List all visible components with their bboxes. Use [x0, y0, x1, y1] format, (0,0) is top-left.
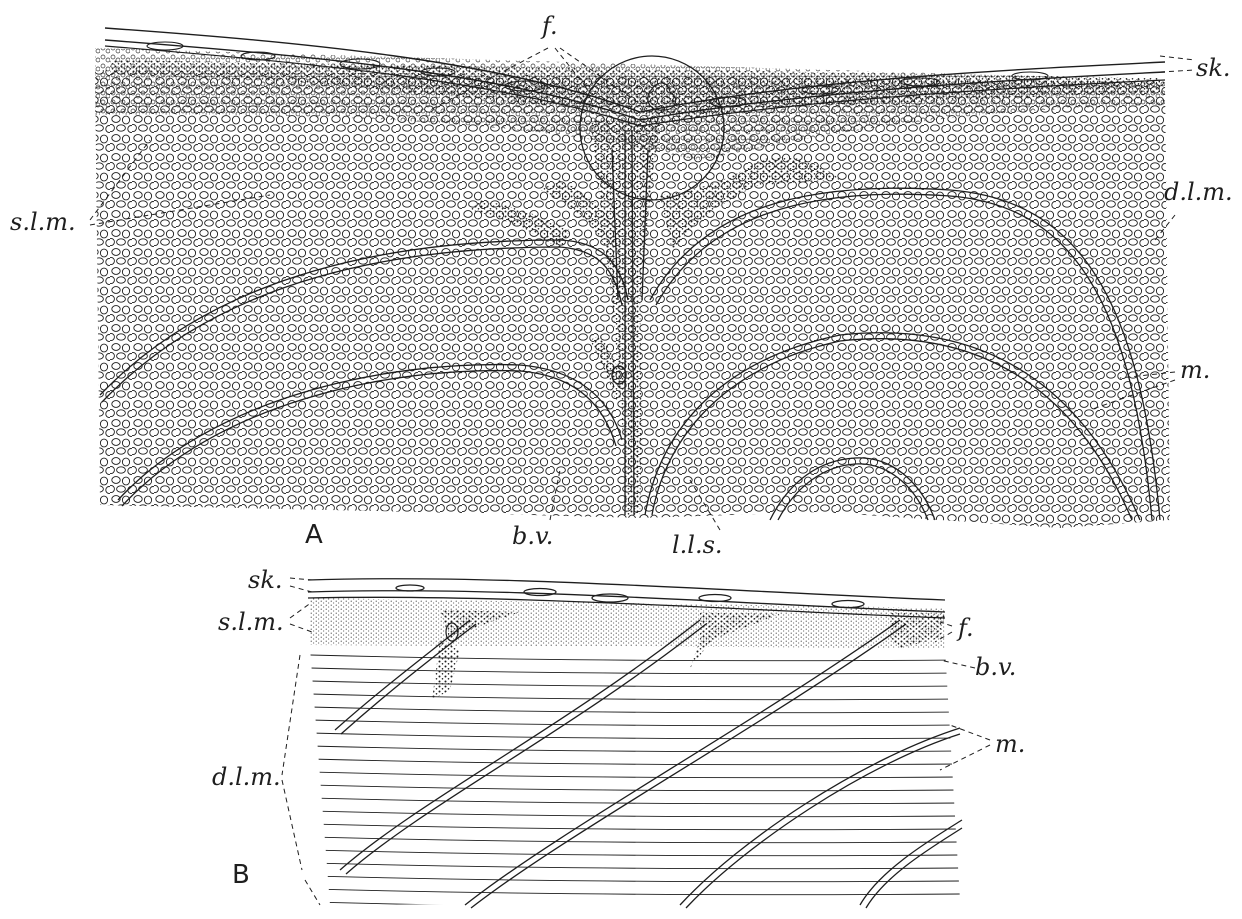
label-dlm-bottom: d.l.m.	[212, 765, 281, 789]
label-bv-bottom: b.v.	[975, 655, 1016, 679]
panel-label-a: A	[305, 522, 323, 548]
label-dlm-top: d.l.m.	[1164, 180, 1233, 204]
label-sk-top: sk.	[1196, 56, 1231, 80]
label-sk-bottom: sk.	[248, 568, 283, 592]
label-f-top: f.	[542, 14, 558, 38]
label-bv-top: b.v.	[512, 524, 553, 548]
label-lls: l.l.s.	[672, 533, 723, 557]
panel-label-b: B	[232, 862, 250, 888]
label-slm-bottom: s.l.m.	[218, 610, 284, 634]
label-slm-top: s.l.m.	[10, 210, 76, 234]
label-f-bottom: f.	[958, 616, 974, 640]
label-m-top: m.	[1180, 358, 1210, 382]
label-m-bottom: m.	[995, 732, 1025, 756]
